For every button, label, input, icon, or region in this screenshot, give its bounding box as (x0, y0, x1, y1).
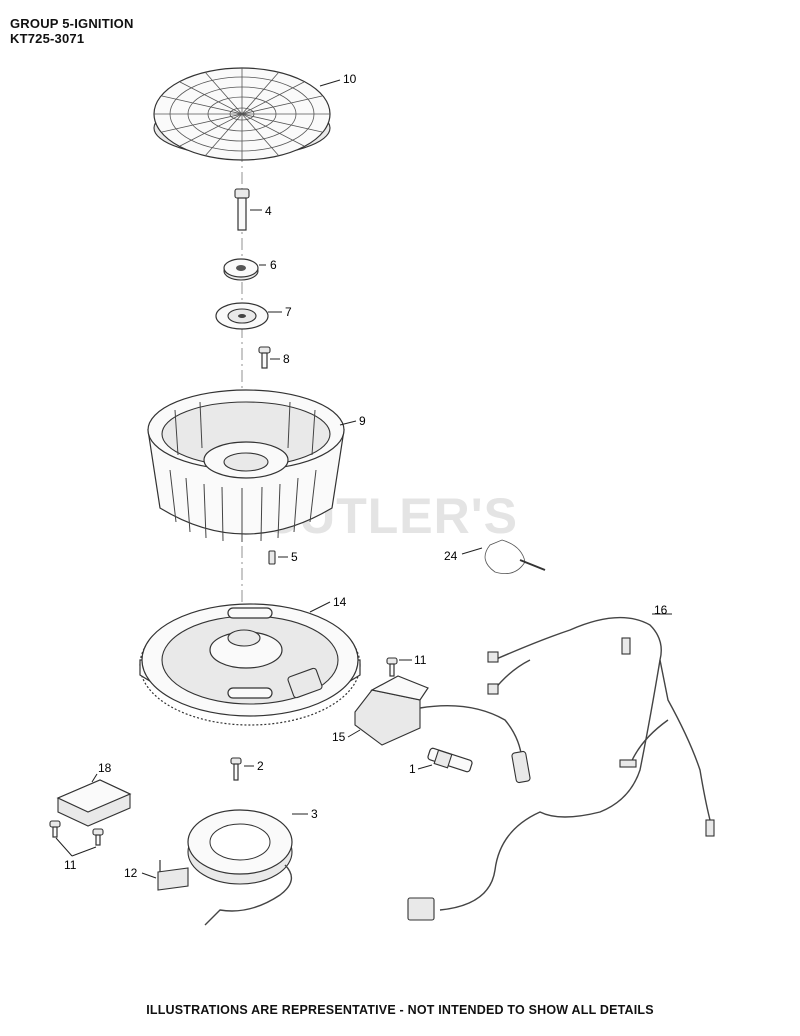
module-screw-part (386, 657, 398, 677)
diagram-title: GROUP 5-IGNITION (10, 16, 134, 31)
rectifier-regulator-part (56, 779, 132, 827)
flywheel-part (139, 603, 361, 726)
callout-9: 9 (359, 414, 366, 428)
callout-4: 4 (265, 204, 272, 218)
callout-7: 7 (285, 305, 292, 319)
callout-1: 1 (409, 762, 416, 776)
stator-part (187, 809, 293, 926)
grass-screen-part (153, 67, 331, 161)
callout-18: 18 (98, 761, 112, 775)
callout-14: 14 (333, 595, 347, 609)
callout-2: 2 (257, 759, 264, 773)
callout-11-upper: 11 (414, 653, 427, 667)
cooling-fan-part (147, 389, 345, 542)
callout-10: 10 (343, 72, 357, 86)
callout-11-lower: 11 (64, 858, 77, 872)
callout-3: 3 (311, 807, 318, 821)
callout-8: 8 (283, 352, 290, 366)
washer-part (223, 258, 259, 281)
tie-strap-part (484, 539, 546, 575)
flywheel-bolt-part (234, 188, 250, 231)
callout-16: 16 (654, 603, 668, 617)
callout-24: 24 (444, 549, 458, 563)
callout-5: 5 (291, 550, 298, 564)
callout-6: 6 (270, 258, 277, 272)
wiring-harness-part (407, 616, 715, 921)
model-number: KT725-3071 (10, 31, 85, 46)
callout-15: 15 (332, 730, 346, 744)
fan-screw-part (258, 346, 271, 369)
ignition-module-part (354, 675, 531, 784)
stator-bracket-part (157, 860, 189, 891)
callout-12: 12 (124, 866, 138, 880)
disclaimer-footer: ILLUSTRATIONS ARE REPRESENTATIVE - NOT I… (146, 1003, 654, 1017)
flywheel-key-part (268, 550, 276, 565)
spark-plug-part (427, 747, 473, 773)
stator-screw-part (230, 757, 242, 781)
fan-retainer-part (215, 302, 269, 330)
rectifier-screws-part (49, 820, 104, 846)
leader-lines (55, 79, 672, 879)
